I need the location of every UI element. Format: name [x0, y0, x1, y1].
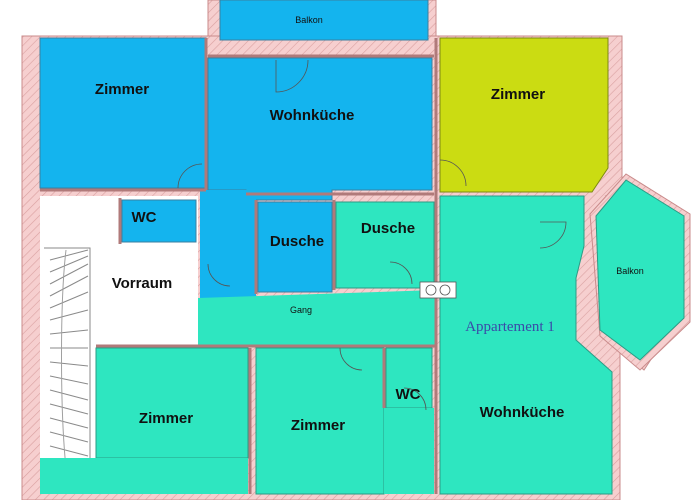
room-wohnkueche-bottom: [439, 195, 613, 495]
room-wc-bottom: [385, 347, 433, 409]
label-zimmer-bl: Zimmer: [139, 410, 193, 427]
sink-icon: [419, 281, 457, 299]
interior-walls: [40, 38, 438, 494]
label-balkon-top: Balkon: [295, 15, 323, 25]
room-zimmer-bm: [255, 347, 385, 495]
label-wc-bottom: WC: [396, 386, 421, 403]
label-zimmer-tl: Zimmer: [95, 81, 149, 98]
room-dusche-right: [335, 201, 435, 289]
label-balkon-right: Balkon: [616, 266, 644, 276]
label-zimmer-bm: Zimmer: [291, 417, 345, 434]
label-appartement: Appartement 1: [465, 319, 555, 335]
wc-bottom-annex: [384, 408, 434, 494]
room-wc-top: [121, 199, 197, 243]
label-dusche-left: Dusche: [270, 233, 324, 250]
room-balkon-right: [595, 179, 685, 361]
label-gang: Gang: [290, 305, 312, 315]
room-zimmer-bl: [95, 347, 249, 459]
blue-rooms: [39, 0, 433, 298]
room-wohnkueche-top: [207, 57, 433, 201]
room-balkon-top: [219, 0, 429, 41]
room-labels: Balkon Zimmer Wohnküche Zimmer WC Dusche…: [95, 15, 644, 434]
gang-corridor: [198, 290, 436, 346]
label-wc-top: WC: [132, 209, 157, 226]
room-dusche-left: [257, 201, 333, 293]
label-wohnkueche-top: Wohnküche: [270, 107, 355, 124]
label-dusche-right: Dusche: [361, 220, 415, 237]
label-vorraum: Vorraum: [112, 275, 173, 292]
teal-rooms: [40, 179, 685, 495]
room-zimmer-tl: [39, 37, 207, 189]
corridor-blue: [200, 190, 256, 298]
label-zimmer-tr: Zimmer: [491, 86, 545, 103]
label-wohnkueche-bottom: Wohnküche: [480, 404, 565, 421]
doors: [177, 59, 567, 411]
bottom-strip: [40, 458, 248, 494]
vorraum-floor: [98, 246, 194, 344]
stairs: [44, 247, 91, 471]
room-zimmer-tr: [439, 37, 609, 193]
